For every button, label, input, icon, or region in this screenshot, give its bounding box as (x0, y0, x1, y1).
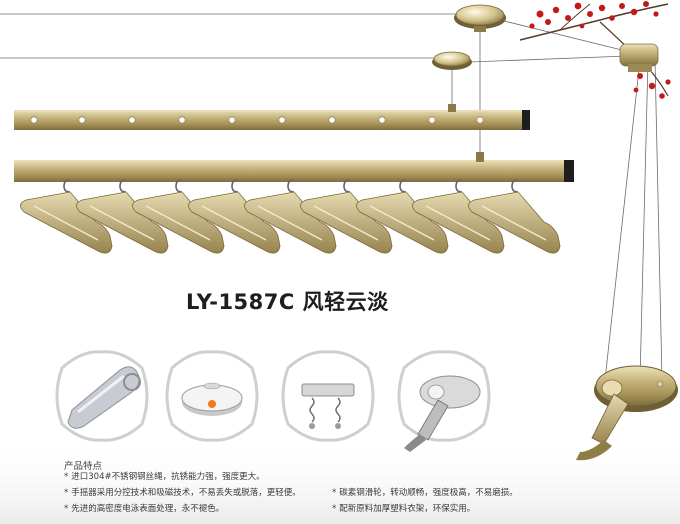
feature-item: *进口304#不锈钢钢丝绳，抗锈能力强，强度更大。 (64, 472, 265, 483)
feature-text: 手摇器采用分控技术和吸磁技术，不易丢失或脱落，更轻便。 (71, 488, 301, 498)
drying-rod-upper (14, 104, 530, 130)
ceiling-pulley-top (454, 4, 506, 32)
feature-item: *配新原料加厚塑料衣架，环保实用。 (332, 504, 475, 515)
ceiling-pulley-second (432, 51, 472, 70)
clothes-hanger (356, 179, 449, 254)
hand-crank-icon (397, 350, 491, 452)
feature-item: *碳素钢滑轮，转动顺畅，强度极高，不易磨损。 (332, 488, 518, 499)
bullet-star: * (64, 504, 69, 514)
feature-text: 进口304#不锈钢钢丝绳，抗锈能力强，强度更大。 (71, 472, 265, 482)
clothes-hanger (244, 179, 337, 254)
ceiling-pulley-icon (165, 350, 259, 442)
bottom-backdrop (0, 440, 680, 524)
feature-text: 先进的高密度电泳表面处理，永不褪色。 (71, 504, 225, 514)
clothes-hanger (20, 179, 113, 254)
drying-rod-lower (14, 152, 574, 182)
bullet-star: * (332, 504, 337, 514)
feature-text: 配新原料加厚塑料衣架，环保实用。 (339, 504, 476, 514)
clothes-hanger (132, 179, 225, 254)
model-title: LY-1587C 风轻云淡 (186, 290, 389, 314)
clothes-hanger (468, 179, 561, 254)
cables (0, 13, 663, 381)
bullet-star: * (64, 488, 69, 498)
feature-text: 碳素钢滑轮，转动顺畅，强度极高，不易磨损。 (339, 488, 518, 498)
hanger-bracket-icon (281, 350, 375, 442)
aluminum-rail-profile-icon (55, 350, 149, 442)
bullet-star: * (332, 488, 337, 498)
features-heading: 产品特点 (64, 461, 103, 472)
wall-hand-crank (576, 365, 678, 461)
clothes-hanger (300, 179, 393, 254)
bullet-star: * (64, 472, 69, 482)
clothes-hanger (76, 179, 169, 254)
feature-item: *手摇器采用分控技术和吸磁技术，不易丢失或脱落，更轻便。 (64, 488, 301, 499)
clothes-hanger (412, 179, 505, 254)
features-section: 产品特点 *进口304#不锈钢钢丝绳，抗锈能力强，强度更大。 *手摇器采用分控技… (0, 458, 680, 524)
feature-item: *先进的高密度电泳表面处理，永不褪色。 (64, 504, 224, 515)
detail-icons-row (55, 350, 491, 452)
corner-wall-pulley (619, 43, 659, 72)
hanger-row (20, 179, 561, 254)
clothes-hanger (188, 179, 281, 254)
